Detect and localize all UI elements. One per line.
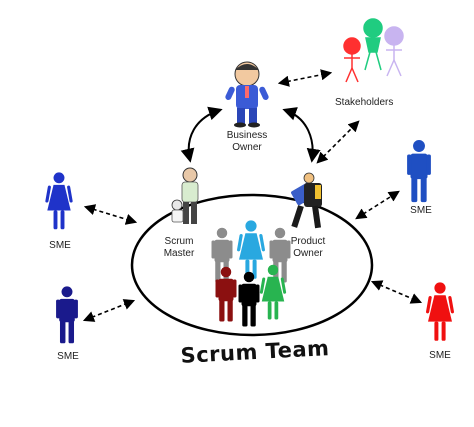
- sme-right-icon: [407, 140, 431, 203]
- connector-sme-right: [355, 190, 400, 220]
- business-owner-icon: [225, 61, 269, 128]
- connector-sme-bottom-right: [370, 280, 423, 304]
- connector-sme-bottom-left: [82, 299, 136, 322]
- team-member-blue-icon: [236, 220, 266, 279]
- scrum-master-icon: [171, 167, 199, 224]
- product-owner-icon: [291, 172, 322, 229]
- sme-bottom-right-icon: [425, 282, 455, 341]
- sme-top-left-label: SME: [49, 240, 71, 251]
- business-owner-label-line1: Business: [226, 130, 268, 141]
- scrum-master-label-line1: Scrum: [164, 236, 194, 247]
- sme-right-label: SME: [410, 205, 432, 216]
- product-owner-label-line2: Owner: [293, 248, 323, 259]
- team-member-black-icon: [238, 271, 260, 327]
- connector-business-owner-stakeholders: [277, 69, 333, 87]
- product-owner-label-line1: Product: [290, 236, 326, 247]
- scrum-team-boundary: [130, 193, 374, 337]
- scrum-master-label-line2: Master: [163, 248, 195, 259]
- connector-product-owner-stakeholders: [316, 120, 360, 164]
- sme-bottom-left-label: SME: [57, 351, 79, 362]
- connector-sme-top-left: [83, 204, 138, 225]
- business-owner-label-line2: Owner: [232, 142, 262, 153]
- scrum-master-label: Scrum Master: [157, 236, 201, 260]
- arrow-business-owner-product-owner: [282, 107, 321, 163]
- business-owner-label: Business Owner: [222, 130, 272, 154]
- stakeholders-label: Stakeholders: [335, 97, 394, 108]
- sme-bottom-right-label: SME: [429, 350, 451, 361]
- product-owner-label: Product Owner: [286, 236, 330, 260]
- sme-bottom-left-icon: [56, 286, 78, 344]
- stakeholders-icon: [343, 18, 404, 83]
- arrow-business-owner-scrum-master: [180, 106, 223, 163]
- sme-top-left-icon: [45, 172, 73, 230]
